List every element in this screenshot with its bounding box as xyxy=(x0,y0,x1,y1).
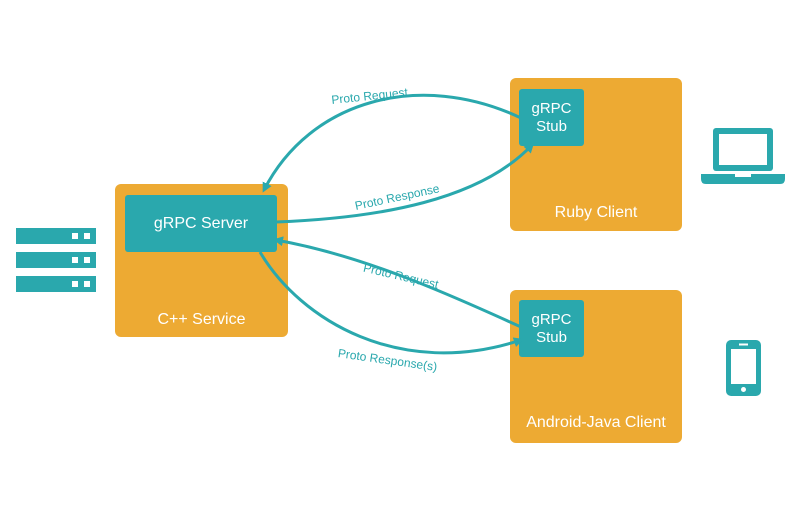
android-grpc-stub-label: gRPC Stub xyxy=(531,310,572,346)
android-proto-response-label: Proto Response(s) xyxy=(337,346,438,374)
android-java-client-label: Android-Java Client xyxy=(526,414,666,431)
android-java-client-box: gRPC Stub Android-Java Client xyxy=(510,290,682,443)
ruby-proto-request-label: Proto Request xyxy=(331,85,409,107)
android-proto-response-arrow xyxy=(258,251,524,355)
ruby-client-label: Ruby Client xyxy=(554,204,638,221)
cpp-service-label: C++ Service xyxy=(157,311,246,328)
ruby-client-box: gRPC Stub Ruby Client xyxy=(510,78,682,231)
ruby-proto-response-arrow xyxy=(275,142,535,224)
laptop-icon xyxy=(701,128,785,184)
ruby-proto-response-label: Proto Response xyxy=(354,181,441,213)
phone-icon xyxy=(726,340,761,396)
android-grpc-stub-box: gRPC Stub xyxy=(519,300,584,357)
android-proto-request-label: Proto Request xyxy=(362,261,441,292)
android-proto-request-arrow xyxy=(273,236,522,329)
ruby-grpc-stub-label: gRPC Stub xyxy=(531,99,572,135)
cpp-service-box: gRPC Server C++ Service xyxy=(115,184,288,337)
ruby-proto-request-arrow xyxy=(262,93,522,193)
ruby-grpc-stub-box: gRPC Stub xyxy=(519,89,584,146)
grpc-server-label: gRPC Server xyxy=(153,214,249,232)
grpc-server-box: gRPC Server xyxy=(125,195,277,252)
